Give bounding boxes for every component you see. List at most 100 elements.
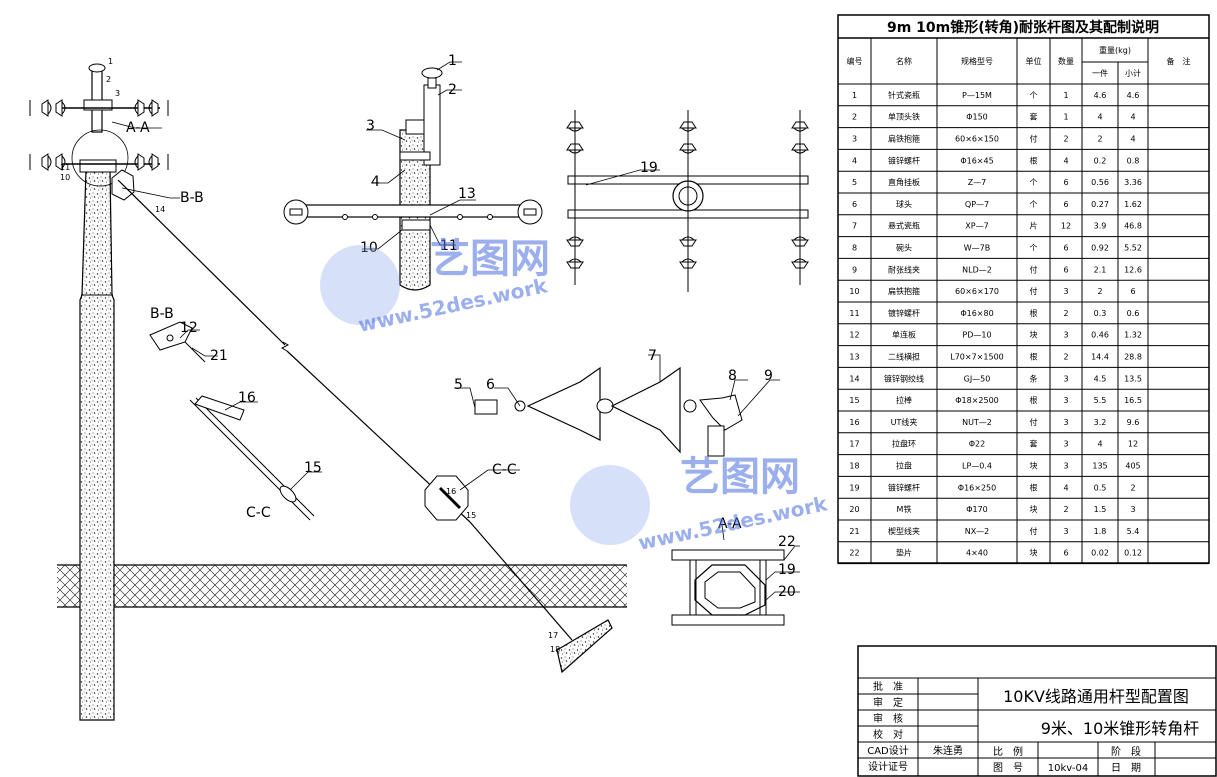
cell-spec: L70×7×1500 bbox=[950, 353, 1004, 362]
cell-no: 5 bbox=[852, 178, 857, 187]
cell-unit: 块 bbox=[1030, 504, 1038, 514]
cell-qty: 2 bbox=[1063, 309, 1068, 318]
callout-19-top: 19 bbox=[640, 160, 658, 176]
insulator-assembly bbox=[566, 110, 809, 292]
ground-hatch bbox=[57, 564, 627, 608]
cell-qty: 4 bbox=[1063, 156, 1068, 165]
detail-cc-left bbox=[189, 395, 315, 521]
title-block: 批 准审 定审 核校 对CAD设计朱连勇设计证号 10KV线路通用杆型配置图 9… bbox=[857, 645, 1217, 777]
cell-no: 17 bbox=[849, 440, 859, 449]
cell-sub: 0.6 bbox=[1127, 309, 1140, 318]
stage-label: 阶 段 bbox=[1111, 745, 1141, 758]
callout-11: 11 bbox=[440, 238, 458, 254]
cell-sub: 28.8 bbox=[1124, 353, 1142, 362]
cell-sub: 16.5 bbox=[1124, 396, 1142, 405]
cell-name: 耐张线夹 bbox=[888, 264, 920, 274]
cell-name: 镀锌螺杆 bbox=[888, 482, 920, 492]
project-title: 10KV线路通用杆型配置图 bbox=[1003, 687, 1189, 706]
title-block-label: 审 定 bbox=[873, 696, 903, 709]
cell-unit: 根 bbox=[1030, 352, 1038, 362]
cell-spec: 60×6×150 bbox=[955, 135, 999, 144]
cell-name: 扁铁抱箍 bbox=[888, 134, 920, 144]
cell-each: 0.2 bbox=[1094, 156, 1107, 165]
cell-name: 扁铁抱箍 bbox=[888, 286, 920, 296]
cell-unit: 个 bbox=[1030, 244, 1038, 253]
cell-unit: 付 bbox=[1030, 264, 1038, 274]
cell-qty: 2 bbox=[1063, 135, 1068, 144]
cell-unit: 个 bbox=[1030, 91, 1038, 100]
cell-qty: 3 bbox=[1063, 331, 1068, 340]
callout-16-small: 16 bbox=[446, 487, 456, 496]
cell-sub: 12 bbox=[1128, 440, 1138, 449]
cell-unit: 根 bbox=[1030, 308, 1038, 318]
cell-spec: 4×40 bbox=[966, 549, 988, 558]
cell-qty: 12 bbox=[1061, 222, 1071, 231]
cell-sub: 0.12 bbox=[1124, 549, 1142, 558]
callout-20: 20 bbox=[778, 584, 796, 600]
title-block-label: 批 准 bbox=[873, 680, 903, 693]
cell-each: 4 bbox=[1097, 113, 1102, 122]
callout-4: 4 bbox=[371, 174, 380, 190]
title-block-label: 设计证号 bbox=[868, 760, 908, 773]
cell-no: 2 bbox=[852, 113, 857, 122]
cell-sub: 4 bbox=[1130, 113, 1135, 122]
cell-spec: W—7B bbox=[964, 244, 991, 253]
cell-no: 10 bbox=[849, 287, 859, 296]
callout-18-small: 18 bbox=[550, 645, 560, 654]
cell-each: 0.56 bbox=[1091, 178, 1109, 187]
cell-sub: 1.32 bbox=[1124, 331, 1142, 340]
cell-qty: 1 bbox=[1063, 91, 1068, 100]
callouts: 1 2 3 4 13 10 11 19 5 6 7 8 9 12 21 16 1… bbox=[60, 53, 796, 654]
cell-each: 0.02 bbox=[1091, 549, 1109, 558]
cell-name: 拉棒 bbox=[896, 395, 912, 405]
cell-unit: 块 bbox=[1030, 330, 1038, 340]
callout-2-small: 2 bbox=[106, 75, 111, 84]
cell-unit: 根 bbox=[1030, 482, 1038, 492]
cell-sub: 3 bbox=[1130, 505, 1135, 514]
cell-each: 2 bbox=[1097, 135, 1102, 144]
cell-sub: 0.8 bbox=[1127, 156, 1140, 165]
cell-no: 20 bbox=[849, 505, 859, 514]
cell-spec: 60×6×170 bbox=[955, 287, 999, 296]
cell-qty: 6 bbox=[1063, 178, 1068, 187]
cell-no: 9 bbox=[852, 265, 857, 274]
callout-1: 1 bbox=[448, 53, 457, 69]
callout-8: 8 bbox=[728, 368, 737, 384]
cell-name: 垫片 bbox=[896, 548, 912, 558]
cell-each: 0.27 bbox=[1091, 200, 1109, 209]
drawing-name: 9米、10米锥形转角杆 bbox=[1041, 719, 1200, 738]
section-label-bb: B-B bbox=[150, 306, 174, 322]
cell-name: 镀锌螺杆 bbox=[888, 308, 920, 318]
cell-name: 单连板 bbox=[892, 330, 916, 340]
cell-qty: 6 bbox=[1063, 244, 1068, 253]
detail-bb bbox=[149, 321, 206, 363]
table-header-name: 名称 bbox=[896, 56, 912, 66]
cell-unit: 付 bbox=[1030, 134, 1038, 144]
date-label: 日 期 bbox=[1111, 762, 1141, 774]
cell-spec: NLD—2 bbox=[962, 265, 992, 274]
drawing-no-label: 图 号 bbox=[993, 762, 1023, 774]
cell-unit: 根 bbox=[1030, 395, 1038, 405]
cell-each: 1.5 bbox=[1094, 505, 1107, 514]
cell-each: 0.46 bbox=[1091, 331, 1109, 340]
cell-name: 拉盘 bbox=[896, 461, 912, 471]
cell-each: 0.92 bbox=[1091, 244, 1109, 253]
cell-no: 8 bbox=[852, 244, 857, 253]
cell-unit: 套 bbox=[1030, 439, 1038, 449]
cell-qty: 2 bbox=[1063, 505, 1068, 514]
cell-sub: 4 bbox=[1130, 135, 1135, 144]
cell-name: 直角挂板 bbox=[888, 177, 920, 187]
cell-qty: 4 bbox=[1063, 483, 1068, 492]
cell-qty: 3 bbox=[1063, 440, 1068, 449]
